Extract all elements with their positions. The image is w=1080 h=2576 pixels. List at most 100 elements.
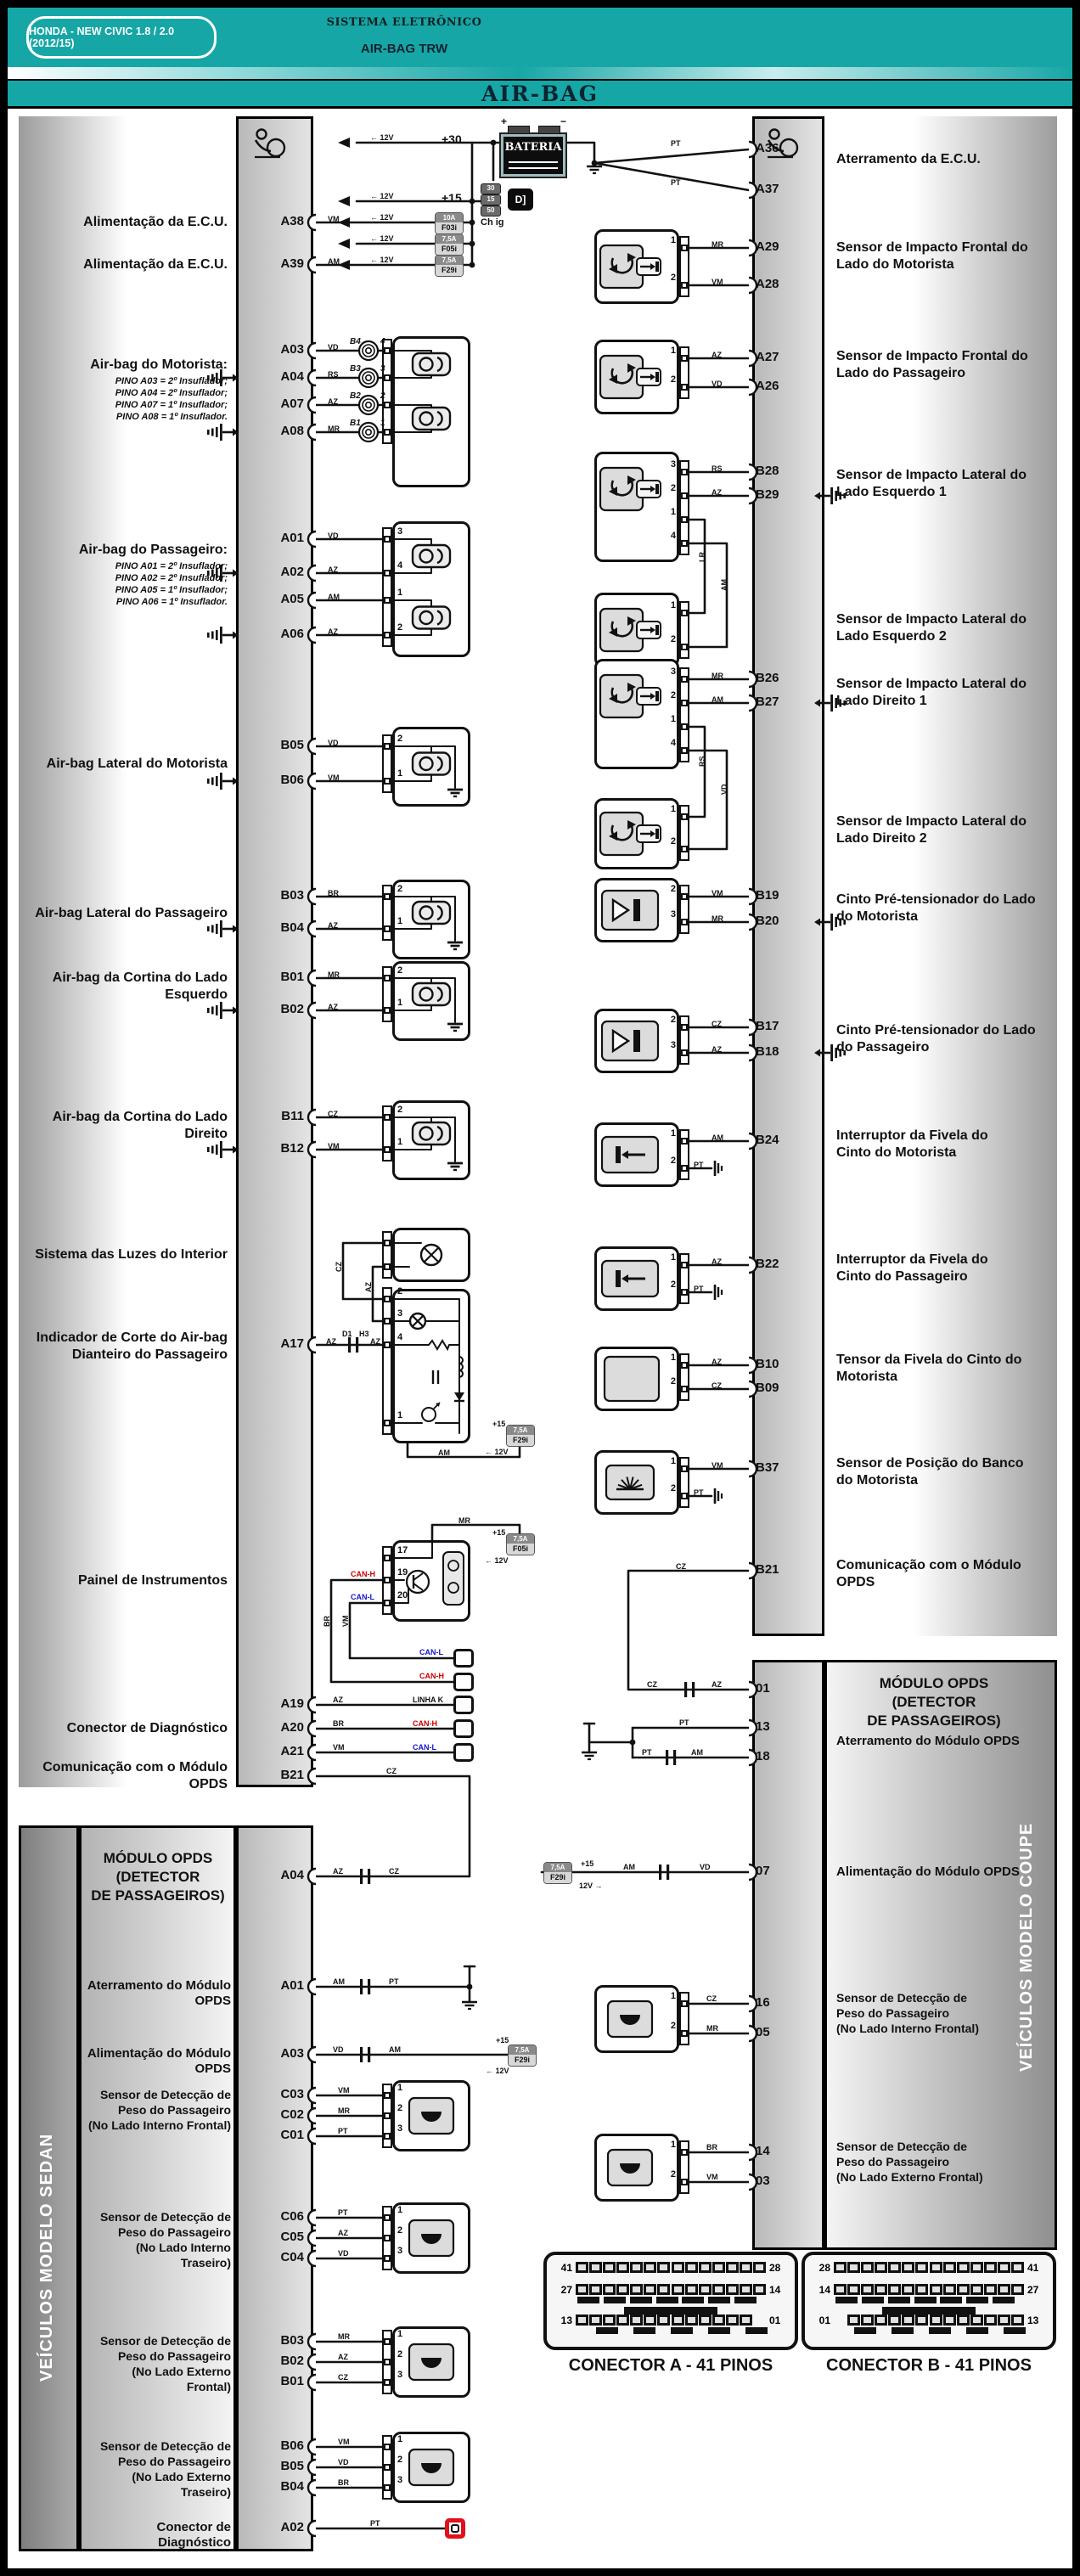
vertical-text: VEÍCULOS MODELO SEDAN	[37, 2133, 56, 2382]
system-line2: AIR-BAG TRW	[360, 42, 448, 56]
connector-pin-cell	[657, 2284, 671, 2295]
wire-label: BR	[338, 2478, 349, 2487]
pin-notch	[681, 1362, 688, 1369]
pin-number: 3	[670, 666, 676, 677]
pin-notch	[384, 893, 391, 900]
connector-pin-cell	[1011, 2284, 1024, 2295]
pin-B06: B06	[280, 773, 304, 787]
pin-notch	[681, 469, 688, 475]
connector-pin-cell	[725, 2284, 739, 2295]
connector-pin-cell	[983, 2284, 997, 2295]
pin-notch	[384, 975, 391, 981]
connector-pin-cell	[929, 2262, 942, 2273]
pin-notch	[681, 1289, 688, 1296]
wire-label: VD	[700, 1863, 711, 1871]
wire-label: VM	[712, 278, 723, 286]
pin-number: 2	[397, 2349, 403, 2359]
connector-pin-cell	[970, 2314, 983, 2326]
connector-pin-cell	[997, 2284, 1010, 2295]
pin-notch	[681, 540, 688, 547]
pin-number: 1	[397, 2434, 403, 2444]
pin-number: 2	[670, 1156, 676, 1166]
pin-13: 13	[756, 1719, 770, 1734]
connector-pin-cell	[630, 2314, 644, 2326]
connector-row-num: 41	[1027, 2262, 1039, 2274]
wire-label: VD	[338, 2458, 349, 2466]
connector-row-num: 01	[818, 2314, 830, 2326]
wire-label: CZ	[676, 1562, 686, 1571]
connector-pin-cell	[875, 2284, 888, 2295]
connector-row-num: 27	[1027, 2284, 1039, 2296]
pin-notch	[681, 1262, 688, 1268]
pin-notch	[384, 2444, 391, 2450]
connector-pin-cell	[671, 2262, 684, 2273]
connector-key-tab	[629, 2297, 652, 2303]
wire-label: VM	[328, 215, 340, 223]
pin-number: 1	[670, 507, 676, 517]
pin-notch	[384, 1420, 391, 1426]
pin-number: 1	[670, 1991, 676, 2001]
connector-strip	[679, 1253, 689, 1304]
wire-label: H3	[359, 1330, 369, 1338]
pin-A04: A04	[280, 1868, 304, 1882]
connector-pin-cell	[861, 2262, 875, 2273]
pin-number: 1	[670, 804, 676, 814]
component-box	[392, 2080, 470, 2151]
pin-number: 1	[670, 1128, 676, 1139]
wire-label: AZ	[328, 627, 338, 636]
pin-B06: B06	[280, 2438, 304, 2453]
wire-label: AM	[720, 579, 728, 591]
wire-label: CAN-H	[413, 1719, 437, 1728]
pin-notch	[384, 1600, 391, 1606]
connector-pin-cell	[712, 2262, 725, 2273]
wire-label: PT	[679, 1718, 689, 1727]
page-title: AIR-BAG	[8, 81, 1072, 109]
pin-notch	[384, 374, 391, 381]
pin-A20: A20	[280, 1720, 304, 1735]
connector-key-tab	[929, 2327, 951, 2334]
ecu-bar	[236, 116, 313, 1787]
connector-pin-cell	[657, 2314, 671, 2326]
connector-pin-cell	[630, 2262, 644, 2273]
connector-pin-cell	[847, 2284, 861, 2295]
pin-number: 3	[397, 1308, 403, 1319]
pin-A01: A01	[280, 531, 304, 545]
pin-number: 2	[670, 884, 676, 894]
pin-A02: A02	[280, 565, 304, 579]
text-label: Conector de Diagnóstico	[156, 2520, 231, 2550]
pin-A05: A05	[280, 592, 304, 606]
connector-pin-cell	[888, 2284, 902, 2295]
connector-pin-cell	[671, 2314, 684, 2326]
connector-pin-cell	[644, 2262, 657, 2273]
connector-pin-cell	[725, 2262, 739, 2273]
connector-pin-cell	[603, 2262, 616, 2273]
text-label: Conector de Diagnóstico	[66, 1721, 228, 1735]
header-gradient-band	[8, 67, 1072, 81]
connector-key-bar	[882, 2307, 976, 2314]
connector-row-num: 28	[769, 2262, 781, 2274]
wire-label: +15	[492, 1420, 506, 1428]
pin-A01: A01	[280, 1978, 304, 1993]
connector-pin-cell	[698, 2284, 712, 2295]
pin-number: 17	[397, 1545, 408, 1555]
connector-row-num: 14	[818, 2284, 830, 2296]
wire-label: AM	[691, 1748, 703, 1757]
connector-pin-cell	[915, 2284, 929, 2295]
pin-number: 1	[670, 1456, 676, 1466]
connector-pin-cell	[603, 2284, 616, 2295]
connector-row-num: 14	[769, 2284, 781, 2296]
connector-strip	[679, 460, 689, 555]
pin-03: 03	[756, 2174, 770, 2188]
vertical-text: VEÍCULOS MODELO COUPE	[1017, 1822, 1036, 2072]
